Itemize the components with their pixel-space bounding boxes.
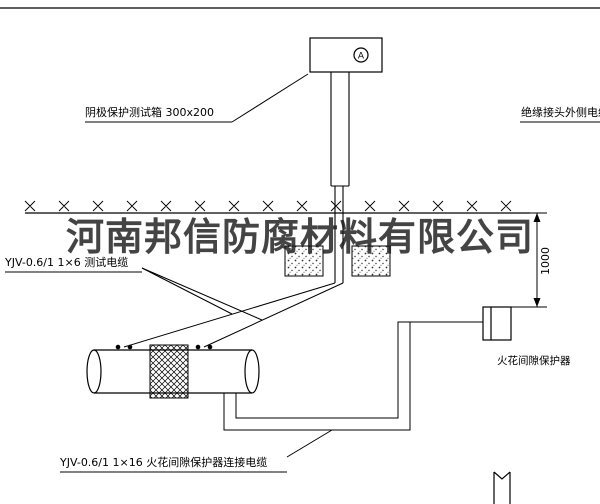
dimension-arrow-down-icon [533, 298, 541, 307]
test-box: A [309, 37, 383, 73]
outer-cable-label: 绝缘接头外侧电缆 [521, 106, 600, 119]
test-cable-leader [5, 267, 263, 321]
test-box-leader [85, 73, 309, 123]
cable-termination-dots [115, 344, 213, 350]
spark-gap-label: 火花间隙保护器 [497, 355, 571, 367]
test-post [330, 72, 350, 283]
concrete-foundation [284, 245, 391, 277]
spark-gap-protector [482, 306, 512, 341]
connection-cable-label: YJV-0.6/1 1×16 火花间隙保护器连接电缆 [60, 456, 268, 469]
ground-line [24, 200, 530, 214]
test-box-label: 阴极保护测试箱 300x200 [85, 106, 214, 119]
protector-connection-cable [223, 321, 483, 431]
dimension-arrow-up-icon [533, 213, 541, 222]
insulating-joint [149, 344, 189, 399]
test-cable-label: YJV-0.6/1 1×6 测试电缆 [5, 256, 129, 269]
dimension-text: 1000 [539, 247, 552, 275]
ground-hatch-icon [24, 200, 512, 212]
test-cables [123, 282, 344, 348]
pipe-clamp-symbol-icon [493, 471, 511, 504]
dimension-line: 1000 [511, 212, 552, 308]
connection-cable-leader [60, 429, 333, 473]
meter-letter: A [358, 52, 365, 62]
meter-circle-icon [353, 47, 369, 63]
